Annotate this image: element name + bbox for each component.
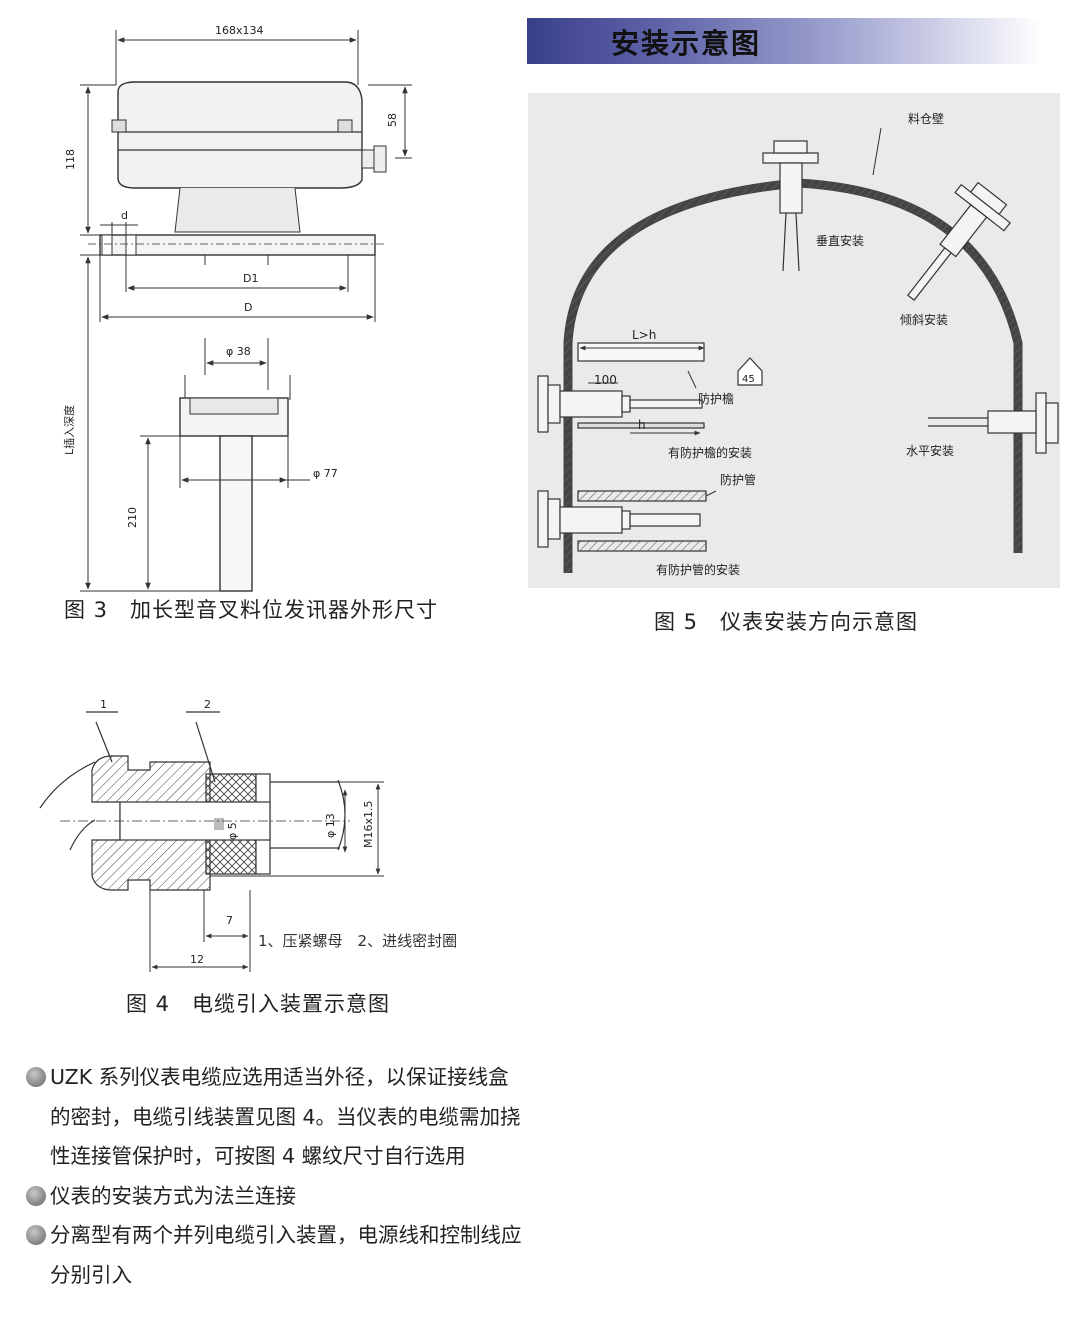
callout-2: 2 xyxy=(204,698,211,711)
label-with-eave: 有防护檐的安装 xyxy=(668,445,752,460)
figure-4-legend: 1、压紧螺母 2、进线密封圈 xyxy=(258,932,457,950)
dim-12: 12 xyxy=(190,953,204,966)
label-inclined: 倾斜安装 xyxy=(900,312,948,327)
section-banner: 安装示意图 xyxy=(527,18,1042,64)
dim-phi77: φ 77 xyxy=(313,467,338,480)
dim-big-d: D xyxy=(244,301,252,314)
dim-118: 118 xyxy=(64,149,77,170)
label-45: 45 xyxy=(742,374,755,385)
bullet-dot-icon xyxy=(26,1185,46,1206)
notes-list: UZK 系列仪表电缆应选用适当外径，以保证接线盒的密封，电缆引线装置见图 4。当… xyxy=(26,1058,526,1295)
label-with-pipe: 有防护管的安装 xyxy=(656,562,740,577)
note-item: UZK 系列仪表电缆应选用适当外径，以保证接线盒的密封，电缆引线装置见图 4。当… xyxy=(26,1058,526,1177)
dim-width-top: 168x134 xyxy=(215,24,264,37)
label-horizontal: 水平安装 xyxy=(906,443,954,458)
bullet-dot-icon xyxy=(26,1225,46,1245)
figure-3-caption: 图 3 加长型音叉料位发讯器外形尺寸 xyxy=(64,598,439,622)
label-silo-wall: 料仓壁 xyxy=(908,111,944,126)
label-l-gt-h: L>h xyxy=(632,328,656,342)
dim-d1: D1 xyxy=(243,272,258,285)
section-title: 安装示意图 xyxy=(611,27,762,60)
dim-58: 58 xyxy=(386,113,399,127)
label-vertical: 垂直安装 xyxy=(816,233,864,248)
dim-210: 210 xyxy=(126,507,139,528)
figure-5-caption: 图 5 仪表安装方向示意图 xyxy=(654,610,919,634)
dim-insert-depth: L插入深度 xyxy=(62,405,76,455)
dim-phi38: φ 38 xyxy=(226,345,251,358)
label-eave: 防护檐 xyxy=(698,391,734,406)
label-100: 100 xyxy=(594,373,617,387)
label-h: h xyxy=(638,418,646,432)
label-pipe: 防护管 xyxy=(720,472,756,487)
bullet-dot-icon xyxy=(26,1067,46,1087)
figure-5-drawing: 料仓壁 垂直安装 倾斜安装 水平安装 L>h 100 h 45 防护檐 有防护檐… xyxy=(528,93,1060,588)
dim-d: d xyxy=(121,209,128,222)
dim-phi5: φ 5 xyxy=(226,822,239,840)
figure-4-caption: 图 4 电缆引入装置示意图 xyxy=(126,992,391,1016)
figure-3-drawing: 168x134 58 118 d D1 D φ 38 φ 77 210 L插入深… xyxy=(62,24,412,592)
note-item: 分离型有两个并列电缆引入装置，电源线和控制线应分别引入 xyxy=(26,1216,526,1295)
dim-7: 7 xyxy=(226,914,233,927)
dim-m16: M16x1.5 xyxy=(362,801,375,849)
dim-phi13: φ 13 xyxy=(324,813,337,838)
note-item: 仪表的安装方式为法兰连接 xyxy=(26,1177,526,1217)
callout-1: 1 xyxy=(100,698,107,711)
figure-4-drawing: 1 2 φ 5 φ 13 M16x1.5 7 12 1、压紧螺母 2、进线密封圈 xyxy=(39,698,457,972)
